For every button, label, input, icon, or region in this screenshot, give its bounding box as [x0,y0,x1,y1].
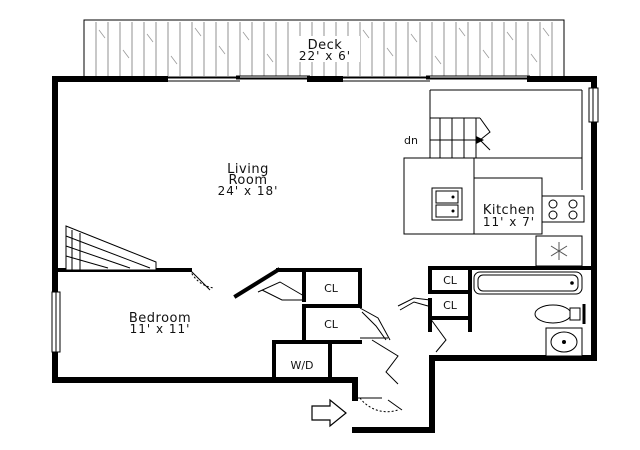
closet-label: CL [324,282,339,295]
bedroom-door[interactable] [189,269,215,291]
sliding-door[interactable] [165,75,310,82]
closet-label: CL [443,299,458,312]
bathtub [473,271,583,295]
window [588,87,599,123]
sliding-door[interactable] [340,75,530,82]
closet-door[interactable] [359,307,391,341]
entry-door[interactable] [356,339,403,413]
closet-label: CL [443,274,458,287]
bedroom-shelf [65,225,157,271]
refrigerator [535,235,583,267]
closet-label: CL [324,318,339,331]
deck-name: Deck [308,38,343,53]
closet-door[interactable] [257,281,305,301]
toilet [534,304,586,324]
living-room-name-line2: Room [228,173,267,188]
deck-size: 22' x 6' [299,49,351,63]
bedroom-size: 11' x 11' [130,322,191,336]
kitchen-name: Kitchen [483,203,535,218]
exterior-walls [52,76,597,433]
living-room-size: 24' x 18' [218,184,279,198]
stairs-label: dn [404,134,418,147]
stairs [429,89,583,159]
kitchen-sink [431,187,463,221]
deck [83,19,565,79]
washer-dryer-label: W/D [290,359,313,372]
bedroom-name: Bedroom [129,311,191,326]
stove [541,195,585,223]
closet-door[interactable] [397,297,447,353]
living-room-name-line1: Living [227,162,269,177]
interior-walls [53,266,596,382]
kitchen-counter [403,157,583,235]
bathroom-sink [545,327,583,357]
kitchen-size: 11' x 7' [483,215,535,229]
window [51,291,61,353]
entry-arrow-icon [311,398,347,428]
